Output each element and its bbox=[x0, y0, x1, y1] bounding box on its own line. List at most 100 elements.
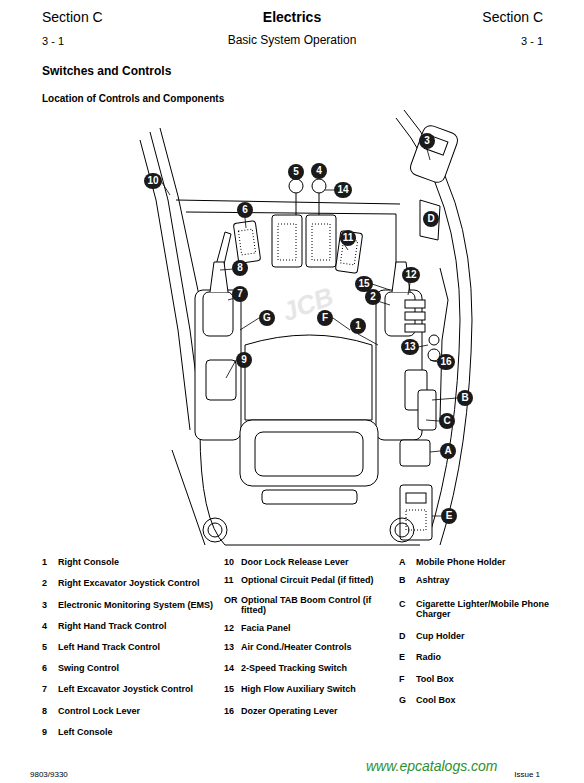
key-callout: D bbox=[399, 631, 406, 641]
key-description: Left Excavator Joystick Control bbox=[58, 684, 193, 694]
track-levers-pedals-part bbox=[272, 215, 302, 267]
seat-consoles-part bbox=[405, 324, 425, 332]
leader-lines-part bbox=[432, 398, 457, 400]
seat-consoles-part bbox=[418, 390, 436, 430]
page-header: 3 - 1 bbox=[42, 35, 64, 48]
callout-circle: 13 bbox=[401, 339, 418, 355]
cab-structure bbox=[140, 110, 472, 545]
track-levers-pedals-part bbox=[238, 229, 255, 255]
key-callout: 8 bbox=[42, 706, 47, 716]
callout-circle: C bbox=[439, 413, 455, 429]
leader-lines-part bbox=[333, 318, 350, 330]
key-description: Ashtray bbox=[416, 575, 450, 585]
key-callout: F bbox=[399, 674, 405, 684]
seat-consoles-part bbox=[245, 335, 372, 420]
page-header: Section C bbox=[443, 9, 543, 25]
key-description: Cup Holder bbox=[416, 631, 465, 641]
page-header: Section C bbox=[42, 9, 103, 25]
key-description: Electronic Monitoring System (EMS) bbox=[58, 600, 213, 610]
callout-circle: E bbox=[441, 508, 457, 524]
callout-circle: A bbox=[440, 443, 456, 459]
leader-lines-part bbox=[245, 218, 246, 228]
right-devices-part bbox=[395, 523, 409, 537]
callout-number: 11 bbox=[343, 233, 354, 243]
leader-lines-part bbox=[426, 420, 439, 421]
key-callout: 4 bbox=[42, 621, 47, 631]
seat-consoles-part bbox=[206, 360, 236, 400]
key-callout: 3 bbox=[42, 600, 47, 610]
key-callout: B bbox=[399, 575, 406, 585]
callout-circle: 7 bbox=[232, 286, 248, 302]
key-callout: 14 bbox=[224, 663, 234, 673]
callout-circle: 11 bbox=[340, 230, 357, 246]
leader-lines-part bbox=[418, 345, 428, 347]
cab-structure-part bbox=[176, 200, 400, 204]
key-description: Dozer Operating Lever bbox=[241, 706, 338, 716]
seat-consoles bbox=[195, 262, 436, 540]
leader-lines-part bbox=[161, 181, 170, 195]
callout-circle: B bbox=[457, 390, 473, 406]
callout-number: 5 bbox=[293, 167, 299, 177]
key-description: Right Console bbox=[58, 557, 119, 567]
key-description: Control Lock Lever bbox=[58, 706, 140, 716]
track-levers-pedals-part bbox=[278, 224, 296, 260]
callout-circle: 4 bbox=[311, 163, 327, 179]
key-callout: 5 bbox=[42, 642, 47, 652]
key-description: Left Hand Track Control bbox=[58, 642, 160, 652]
right-devices-part bbox=[208, 523, 222, 537]
page-footer: 9803/9330 bbox=[30, 770, 68, 779]
key-description: Right Hand Track Control bbox=[58, 621, 167, 631]
key-callout: 12 bbox=[224, 623, 234, 633]
right-devices-part bbox=[440, 268, 448, 420]
key-callout: 7 bbox=[42, 684, 47, 694]
leader-lines-part bbox=[430, 451, 440, 452]
key-callout: 6 bbox=[42, 663, 47, 673]
seat-consoles-part bbox=[400, 485, 432, 540]
right-devices-part bbox=[429, 335, 439, 345]
key-description: Air Cond./Heater Controls bbox=[241, 642, 352, 652]
leader-lines-part bbox=[240, 318, 259, 330]
callout-circle: 2 bbox=[365, 289, 381, 305]
callout-circle: 1 bbox=[350, 318, 366, 334]
key-callout: 2 bbox=[42, 578, 47, 588]
right-devices-part bbox=[203, 518, 227, 542]
callout-number: 6 bbox=[242, 205, 248, 215]
track-levers-pedals-part bbox=[335, 231, 362, 274]
key-description: High Flow Auxiliary Switch bbox=[241, 684, 356, 694]
leader-lines-part bbox=[358, 334, 378, 345]
callout-number: 14 bbox=[337, 185, 348, 195]
callout-number: B bbox=[461, 393, 468, 403]
callout-number: 9 bbox=[241, 355, 247, 365]
key-description: 2-Speed Tracking Switch bbox=[241, 663, 347, 673]
callout-number: 1 bbox=[355, 321, 361, 331]
page-footer: www.epcatalogs.com bbox=[366, 758, 498, 774]
track-levers-pedals-part bbox=[312, 224, 330, 260]
track-levers-pedals-part bbox=[289, 179, 303, 193]
callout-circle: 3 bbox=[419, 133, 435, 149]
leader-lines-part bbox=[408, 283, 410, 295]
page-header: 3 - 1 bbox=[443, 35, 543, 48]
key-callout: OR bbox=[224, 595, 238, 605]
leader-lines-part bbox=[427, 149, 430, 160]
right-devices bbox=[203, 123, 460, 542]
track-levers-pedals-part bbox=[233, 221, 260, 264]
key-callout: 15 bbox=[224, 684, 234, 694]
key-callout: 10 bbox=[224, 557, 234, 567]
key-description: Swing Control bbox=[58, 663, 119, 673]
cab-structure-part bbox=[200, 430, 420, 545]
cab-structure-part bbox=[172, 450, 205, 545]
key-description: Left Console bbox=[58, 727, 113, 737]
callout-number: 2 bbox=[370, 292, 376, 302]
key-callout: C bbox=[399, 599, 406, 609]
key-description: Tool Box bbox=[416, 674, 454, 684]
seat-consoles-part bbox=[255, 432, 363, 476]
page-header: Basic System Operation bbox=[0, 34, 584, 48]
key-callout: 11 bbox=[224, 575, 234, 585]
callout-number: 4 bbox=[316, 166, 322, 176]
key-callout: 1 bbox=[42, 557, 47, 567]
cab-structure-part bbox=[404, 110, 472, 545]
right-devices-part bbox=[408, 123, 460, 184]
callout-circle: F bbox=[317, 310, 333, 326]
callout-number: 10 bbox=[147, 176, 158, 186]
